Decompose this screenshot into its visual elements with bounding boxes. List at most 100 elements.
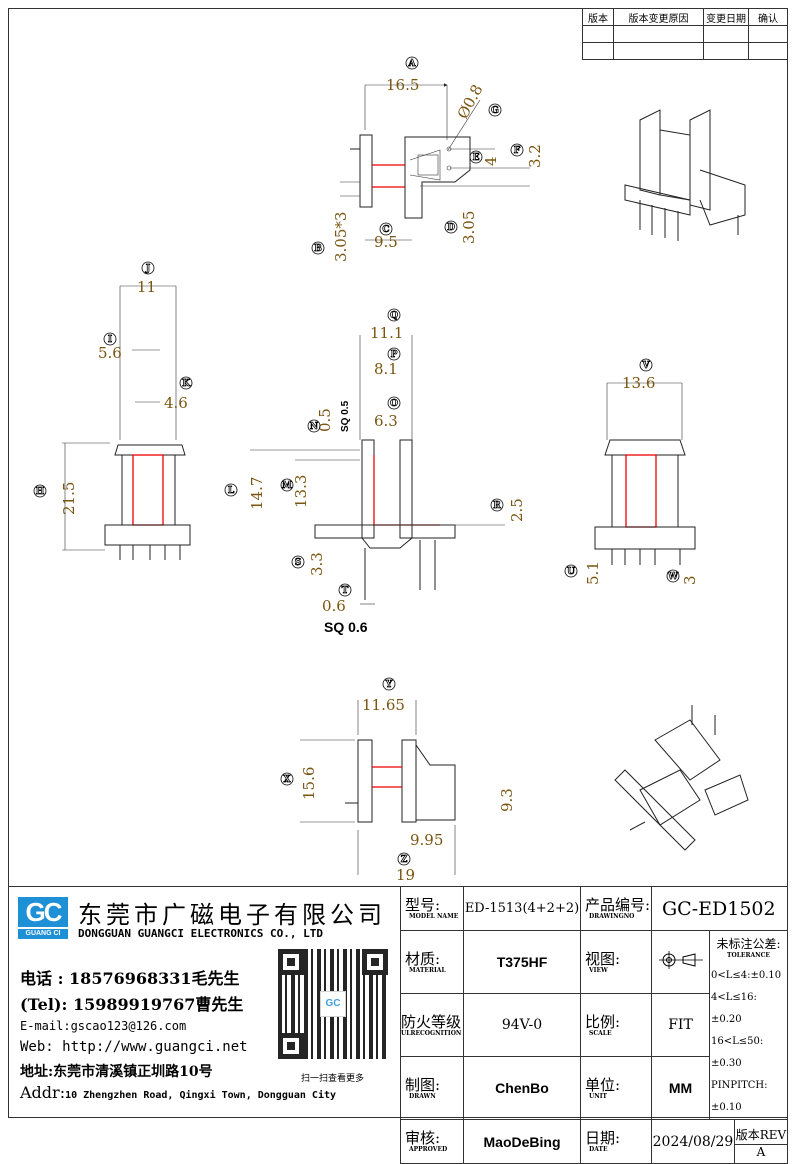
dim-D: 3.05 <box>460 211 478 244</box>
drawing-no-label-en: DRAWINGNO <box>589 913 635 920</box>
material-label: 材质: <box>405 949 441 968</box>
callout-letter: Q <box>390 311 398 321</box>
callout-letter: B <box>314 244 322 254</box>
date-label: 日期: <box>585 1129 621 1147</box>
tolerance-row: 0<L≤4:±0.10 <box>711 970 782 981</box>
isometric-view-bottom <box>614 705 749 851</box>
date-value: 2024/08/29 <box>651 1119 735 1164</box>
bottom-view: 11.65 15.6 9.3 9.95 19 <box>300 696 516 884</box>
front-view: 11.1 8.1 6.3 0.5 SQ 0.5 14.7 13.3 2.5 3.… <box>248 324 526 635</box>
dim-G: Ø0.8 <box>454 82 487 122</box>
date-label-en: DATE <box>589 1146 608 1153</box>
callout-letter: U <box>567 567 575 577</box>
company-logo: GC GUANG CI <box>18 897 68 941</box>
dim-9.95: 9.95 <box>410 831 443 849</box>
dim-N: 0.5 <box>316 408 334 432</box>
callout-letter: C <box>382 225 389 235</box>
callout-letter: E <box>473 153 480 163</box>
callout-letter: O <box>390 399 398 409</box>
callout-letter: K <box>182 379 191 389</box>
dim-T-sq: SQ 0.6 <box>324 619 368 635</box>
dim-A: 16.5 <box>386 76 419 94</box>
projection-symbol-icon <box>651 930 710 994</box>
address-label: Addr: <box>20 1083 66 1102</box>
callout-letter: X <box>284 775 291 785</box>
callout-letter: D <box>447 223 455 233</box>
dim-V: 13.6 <box>622 374 655 392</box>
drawn-by: ChenBo <box>463 1056 581 1120</box>
tolerance-row: 16<L≤50:±0.30 <box>711 1036 764 1069</box>
callout-letter: R <box>493 501 501 511</box>
callout-letter: W <box>667 572 679 582</box>
dim-W: 3 <box>681 575 699 585</box>
callout-letter: M <box>282 481 292 491</box>
material-label-en: MATERIAL <box>409 966 446 974</box>
ul-label-en: ULRECOGNITION <box>401 1029 462 1037</box>
dim-K: 4.6 <box>164 394 188 412</box>
title-block: 型号:MODEL NAME ED-1513(4+2+2) 产品编号:DRAWIN… <box>400 886 788 1164</box>
dim-N-sq: SQ 0.5 <box>340 400 351 432</box>
technical-drawing: 16.5 Ø0.8 4 3.2 3.05*3 9.5 3.05 11 5.6 4… <box>33 56 749 884</box>
dim-E: 4 <box>482 156 500 166</box>
callout-letter: I <box>108 335 112 345</box>
dim-M: 13.3 <box>292 475 310 508</box>
model-label-en: MODEL NAME <box>409 913 459 920</box>
dim-X: 15.6 <box>300 767 318 800</box>
unit-label-en: UNIT <box>589 1092 607 1100</box>
dim-I: 5.6 <box>98 344 122 362</box>
top-view: 16.5 Ø0.8 4 3.2 3.05*3 9.5 3.05 <box>332 76 544 262</box>
dim-U: 5.1 <box>584 561 602 585</box>
address-cn: 地址:东莞市清溪镇正圳路10号 <box>20 1064 213 1080</box>
callout-letter: L <box>228 486 235 496</box>
company-name-cn: 东莞市广磁电子有限公司 <box>78 901 386 929</box>
dim-T: 0.6 <box>322 597 346 615</box>
callout-letter: J <box>145 264 150 274</box>
unit-label: 单位: <box>585 1075 621 1094</box>
dim-C: 9.5 <box>374 233 398 251</box>
phone-1: 电话 : 18576968331毛先生 <box>20 969 240 988</box>
approved-label: 审核: <box>405 1129 441 1147</box>
drawing-no-label: 产品编号: <box>585 896 651 914</box>
dim-O: 6.3 <box>374 412 398 430</box>
right-view: 13.6 5.1 3 <box>584 374 699 585</box>
dim-Y: 11.65 <box>362 696 405 714</box>
scale-label-en: SCALE <box>589 1029 612 1037</box>
scale-value: FIT <box>651 993 710 1057</box>
left-view: 11 5.6 4.6 21.5 <box>60 278 191 560</box>
callout-letter: Y <box>385 680 393 690</box>
phone-2: (Tel): 15989919767曹先生 <box>20 995 244 1014</box>
scale-label: 比例: <box>585 1012 621 1031</box>
tolerance-row: PINPITCH:±0.10 <box>711 1080 768 1113</box>
tolerance-row: 4<L≤16:±0.20 <box>711 992 757 1025</box>
dim-S: 3.3 <box>308 552 326 576</box>
dim-B: 3.05*3 <box>332 212 350 262</box>
dim-P: 8.1 <box>374 360 398 378</box>
model-label: 型号: <box>405 896 441 914</box>
rev-value: A <box>756 1144 766 1159</box>
unit-value: MM <box>651 1056 710 1120</box>
qr-code[interactable]: GC <box>278 949 388 1059</box>
view-label-en: VIEW <box>589 966 608 974</box>
material-value: T375HF <box>463 930 581 994</box>
dim-L: 14.7 <box>248 477 266 510</box>
tolerance-label-en: TOLERANCE <box>727 952 770 959</box>
logo-mark: GC <box>18 897 68 927</box>
callout-letter: F <box>514 146 521 156</box>
callout-letter: A <box>408 59 417 69</box>
dim-Q: 11.1 <box>370 324 403 342</box>
dim-H: 21.5 <box>60 482 78 515</box>
qr-logo: GC <box>320 991 346 1017</box>
drawn-label: 制图: <box>405 1075 441 1094</box>
website: Web: http://www.guangci.net <box>20 1039 248 1055</box>
dim-J: 11 <box>137 278 156 296</box>
drawn-label-en: DRAWN <box>409 1092 436 1100</box>
drawing-number: GC-ED1502 <box>651 886 788 931</box>
rev-cell <box>748 42 788 60</box>
ul-value: 94V-0 <box>463 993 581 1057</box>
model-value: ED-1513(4+2+2) <box>463 886 581 931</box>
callout-letter: Z <box>401 855 408 865</box>
dim-9.3: 9.3 <box>498 788 516 812</box>
address-en: 10 Zhengzhen Road, Qingxi Town, Dongguan… <box>65 1090 337 1101</box>
callout-letter: S <box>295 558 302 568</box>
